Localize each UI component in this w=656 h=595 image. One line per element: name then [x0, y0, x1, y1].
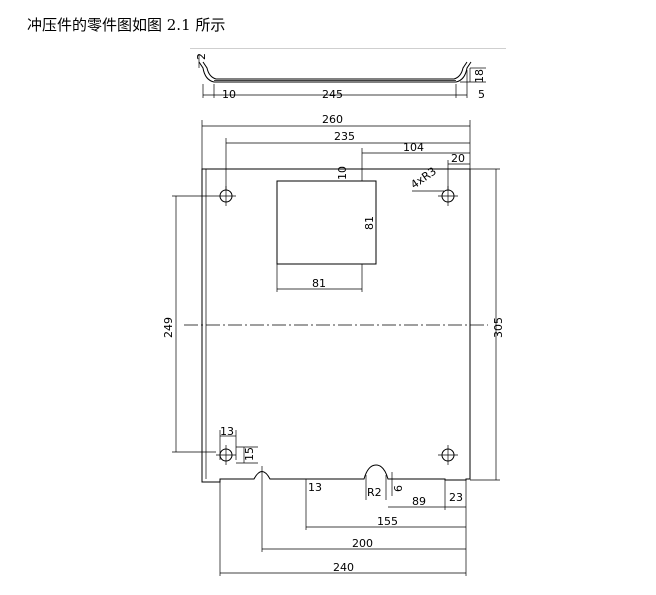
inner-len-label: 245	[322, 88, 343, 101]
slot-radius-label: R2	[367, 486, 382, 499]
figure-caption: 冲压件的零件图如图 2.1 所示	[27, 16, 226, 34]
window-width-label: 81	[312, 277, 326, 290]
window-height-label: 81	[363, 216, 376, 230]
tray-outer-profile	[198, 61, 472, 83]
slot-height-label: 15	[243, 447, 256, 461]
dim-155-label: 155	[377, 515, 398, 528]
notch-label: 13	[308, 481, 322, 494]
mounting-holes	[216, 186, 458, 465]
window-top-label: 10	[336, 166, 349, 180]
plan-view: 260 235 104 20 4xR3 10 81 81 249 305	[162, 113, 505, 576]
dim-200-label: 200	[352, 537, 373, 550]
dim-240-label: 240	[333, 561, 354, 574]
thickness-label: 2	[195, 53, 208, 60]
window-cutout	[276, 180, 377, 265]
hole-inset-label: 20	[451, 152, 465, 165]
tray-inner-profile	[202, 61, 468, 80]
overall-height-label: 305	[492, 317, 505, 338]
side-view: 2 10 245 18 5	[195, 53, 486, 101]
window-offset-label: 104	[403, 141, 424, 154]
header-divider	[190, 48, 506, 49]
hole-span-label: 235	[334, 130, 355, 143]
edge-label: 5	[478, 88, 485, 101]
overall-width-label: 260	[322, 113, 343, 126]
corner-label: 23	[449, 491, 463, 504]
slot-width-label: 13	[220, 425, 234, 438]
flange-len-label: 10	[222, 88, 236, 101]
notch-dist-label: 89	[412, 495, 426, 508]
left-span-label: 249	[162, 317, 175, 338]
height-label: 18	[473, 69, 486, 83]
plate-outline	[201, 168, 471, 483]
slot-depth-label: 6	[392, 485, 405, 492]
